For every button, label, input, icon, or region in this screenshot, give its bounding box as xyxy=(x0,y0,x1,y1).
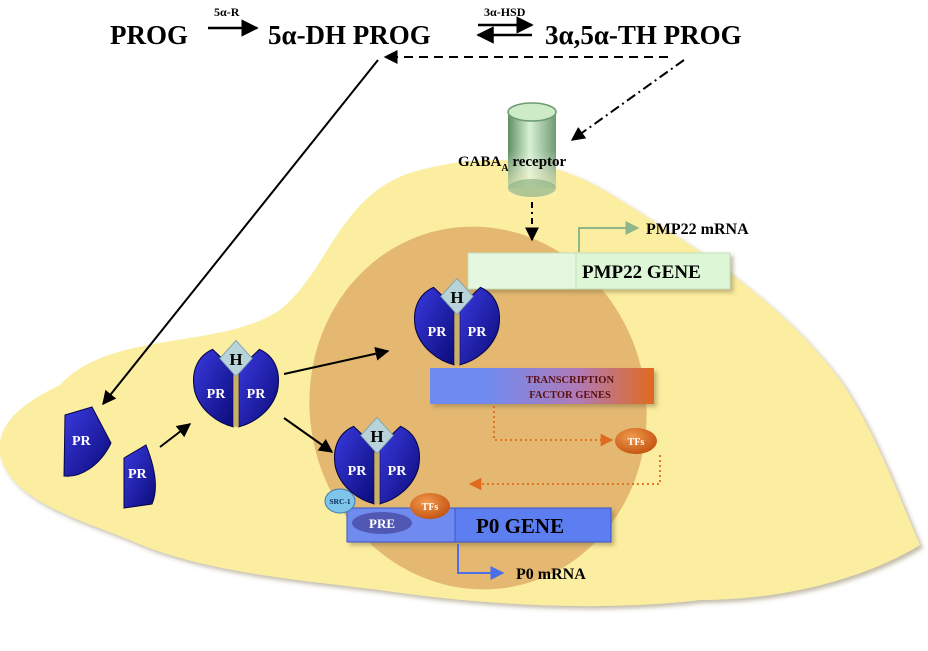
src1-coactivator xyxy=(324,488,356,514)
pmp22-transcription-arrow xyxy=(578,221,640,252)
hormone-label: H xyxy=(450,288,463,307)
tfs-bound-icon xyxy=(410,493,450,519)
pr-dimer-layer: H PR PR H PR PR H PR PR xyxy=(193,277,500,505)
dh-prog-label: 5α-DH PROG xyxy=(268,20,431,50)
pr-label-right: PR xyxy=(247,387,267,402)
svg-text:PR: PR xyxy=(72,434,92,449)
prog-label: PROG xyxy=(110,20,188,50)
gaba-a-receptor-icon xyxy=(507,102,557,200)
src1-label: SRC-1 xyxy=(329,497,351,506)
tf-genes-label-line1: TRANSCRIPTION xyxy=(526,375,615,386)
pr-label-left: PR xyxy=(348,464,368,479)
dashdot-arrow-th-to-receptor xyxy=(570,59,685,141)
arrow-dh-to-pr xyxy=(102,59,379,406)
pmp22-gene-box xyxy=(467,252,731,290)
pr-dimer-p0-gene: H PR PR xyxy=(334,416,420,505)
enzyme-5a-r-label: 5α-R xyxy=(214,5,240,19)
pre-label: PRE xyxy=(369,516,395,531)
pr-label-right: PR xyxy=(468,325,488,340)
tfs-bound-label: TFs xyxy=(422,502,439,513)
tf-genes-label-line2: FACTOR GENES xyxy=(529,390,611,401)
pr-label-left: PR xyxy=(207,387,227,402)
pr-label-right: PR xyxy=(388,464,408,479)
tf-genes-box xyxy=(430,368,654,404)
p0-transcription-arrow xyxy=(457,544,505,580)
gaba-receptor-label: GABAA receptor xyxy=(458,154,567,174)
th-prog-label: 3α,5α-TH PROG xyxy=(545,20,742,50)
tfs-free-label: TFs xyxy=(628,437,645,448)
pr-dimer-tf-genes: H PR PR xyxy=(414,277,500,366)
p0-mrna-label: P0 mRNA xyxy=(516,566,586,583)
dotted-arrow-tfs-to-p0 xyxy=(468,455,661,491)
arrow-pr-to-dimer xyxy=(159,423,192,448)
svg-text:PR: PR xyxy=(128,467,148,482)
pmp22-gene-label: PMP22 GENE xyxy=(582,262,701,283)
pre-element xyxy=(352,512,412,534)
pr-monomer-2: PR xyxy=(123,444,156,509)
pr-dimer-cytoplasm: H PR PR xyxy=(193,339,279,428)
p0-gene-label: P0 GENE xyxy=(476,514,564,538)
pr-label-left: PR xyxy=(428,325,448,340)
hormone-label: H xyxy=(370,427,383,446)
arrow-dimer-to-p0-complex xyxy=(283,417,334,453)
enzyme-3a-hsd-label: 3α-HSD xyxy=(484,5,526,19)
pmp22-mrna-label: PMP22 mRNA xyxy=(646,221,749,238)
dotted-arrow-tfgenes-to-tfs xyxy=(493,406,614,447)
arrow-dimer-to-tf-complex xyxy=(283,346,390,375)
tfs-free-icon xyxy=(615,428,657,454)
hormone-label: H xyxy=(229,350,242,369)
pr-monomer-1: PR xyxy=(63,406,112,477)
